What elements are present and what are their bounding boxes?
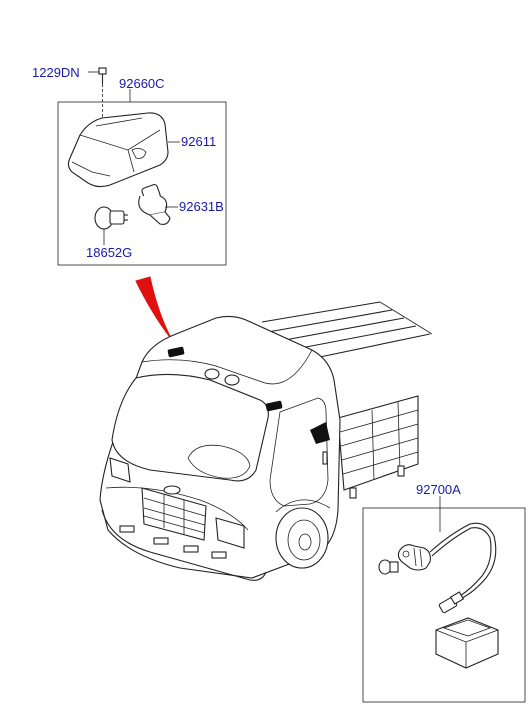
label-socket: 92631B (179, 199, 224, 214)
harness-wire (429, 522, 497, 599)
socket-part (138, 183, 178, 225)
lamp-cover (435, 617, 499, 669)
roof-lamp-detail: 1229DN 92660C 92611 92631B 18652G (32, 65, 227, 266)
side-lamp (310, 422, 330, 444)
detail-frame (57, 101, 227, 266)
label-lens: 92611 (181, 134, 216, 149)
truck-illustration (99, 301, 433, 581)
label-bulb: 18652G (86, 245, 132, 260)
detail-frame-2 (362, 507, 526, 703)
grille (141, 485, 207, 541)
label-assembly: 92660C (119, 76, 165, 91)
roof-marker-lamp-right (265, 400, 283, 412)
emblem (163, 485, 181, 495)
lens-part (67, 112, 180, 188)
harness-bulb (378, 559, 399, 575)
cab-door (269, 397, 329, 507)
label-bolt: 1229DN (32, 65, 80, 80)
roof-marker-lamp-left (167, 346, 185, 358)
cargo-bed (261, 301, 433, 499)
front-wheel (275, 499, 331, 569)
label-lamp-assembly: 92700A (416, 482, 461, 497)
location-pointer (135, 276, 173, 341)
bumper (101, 509, 267, 581)
lamp-assembly-detail: 92700A (362, 482, 526, 703)
bulb-part (94, 206, 128, 245)
headlamp-right (215, 517, 245, 549)
harness-connector (438, 591, 465, 614)
headlamp-left (109, 457, 131, 483)
harness-socket (397, 544, 431, 571)
